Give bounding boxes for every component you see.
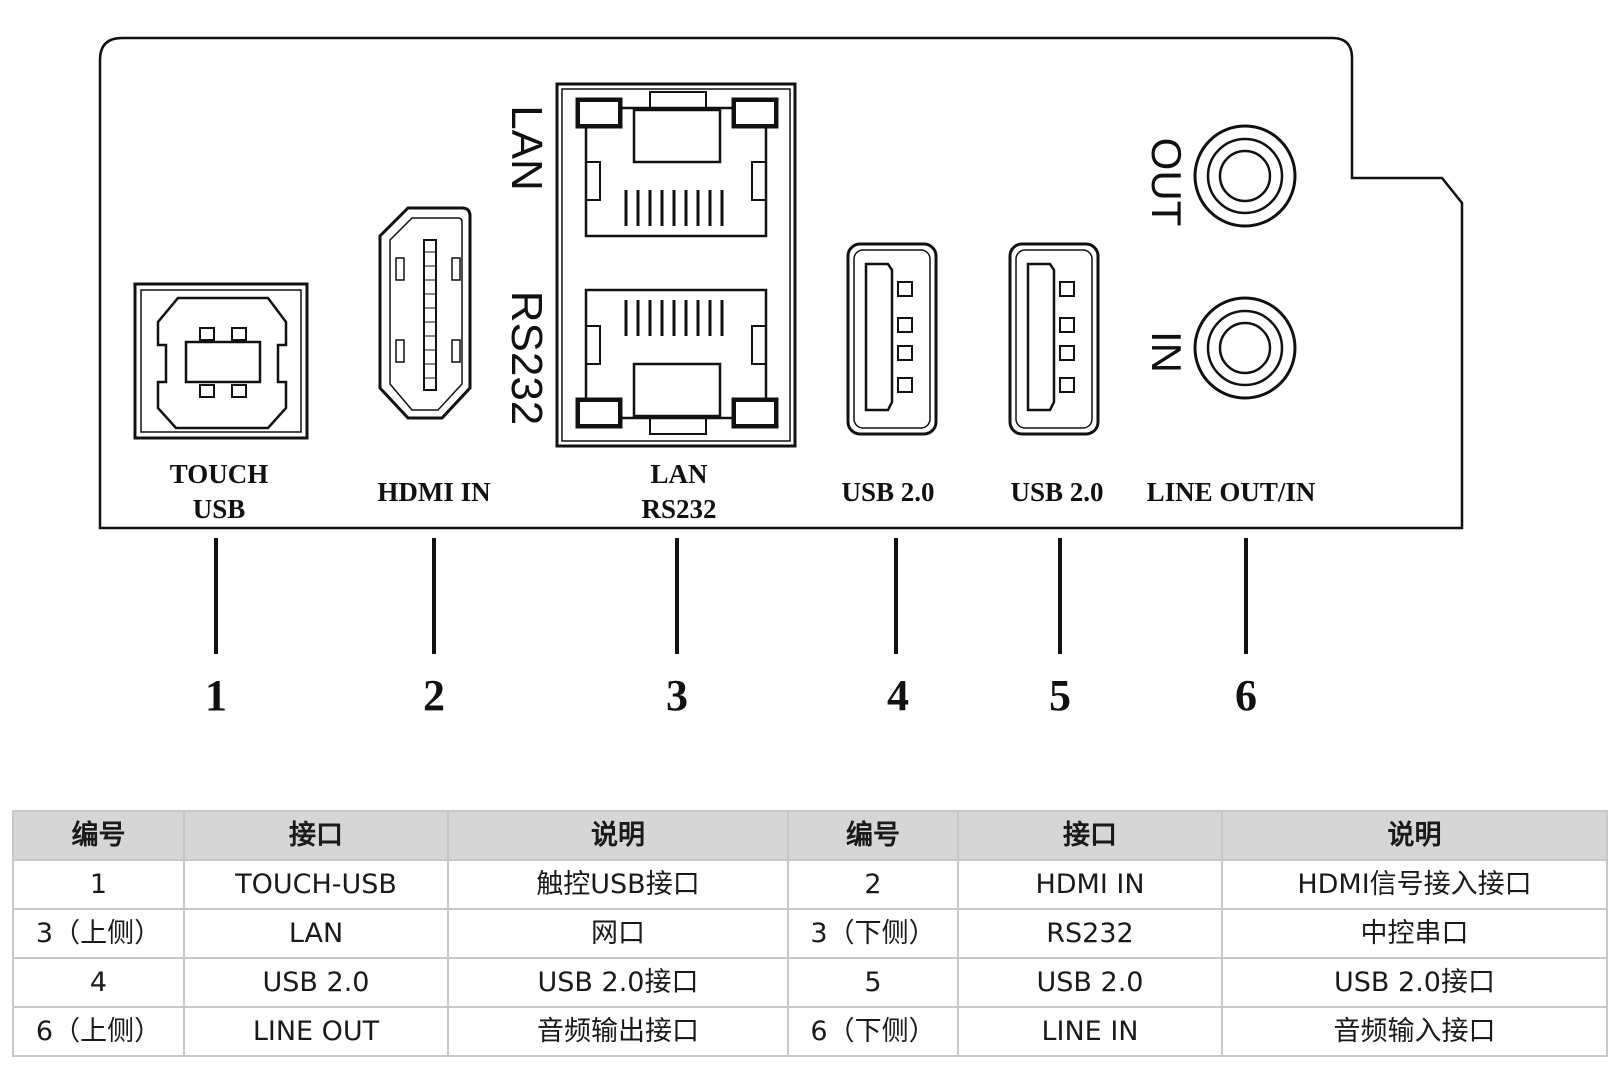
header-port: 接口 (957, 810, 1223, 861)
cell-number: 2 (787, 859, 959, 910)
stencil-rs232-label: RS232 (502, 291, 551, 426)
caption-port-6: LINE OUT/IN (1147, 477, 1316, 507)
lan-rs232-port-block-icon (555, 82, 797, 448)
callout-number-6: 6 (1235, 671, 1257, 720)
caption-port-3-line-2: RS232 (641, 494, 716, 524)
cell-port: HDMI IN (957, 859, 1223, 910)
header-description: 说明 (1221, 810, 1608, 861)
rear-panel-diagram: LAN RS232 OUT IN TOUCH USB HDMI IN LAN R… (98, 36, 1464, 720)
stencil-out-label: OUT (1143, 138, 1190, 227)
stencil-lan-label: LAN (502, 105, 551, 191)
line-in-jack-icon (1193, 296, 1297, 400)
cell-port: LAN (183, 908, 449, 959)
header-description: 说明 (447, 810, 789, 861)
header-number: 编号 (787, 810, 959, 861)
header-port: 接口 (183, 810, 449, 861)
table-row: 3（上侧） LAN 网口 3（下侧） RS232 中控串口 (12, 908, 1608, 959)
caption-port-1-line-1: TOUCH (170, 459, 269, 489)
hdmi-port-icon (378, 206, 472, 420)
caption-port-5: USB 2.0 (1010, 477, 1103, 507)
cell-description: 触控USB接口 (447, 859, 789, 910)
caption-port-1-line-2: USB (193, 494, 246, 524)
touch-usb-port-icon (133, 282, 309, 440)
table-header-row: 编号 接口 说明 编号 接口 说明 (12, 810, 1608, 861)
cell-number: 1 (12, 859, 185, 910)
caption-port-4: USB 2.0 (841, 477, 934, 507)
cell-number: 3（上侧） (12, 908, 185, 959)
port-description-table: 编号 接口 说明 编号 接口 说明 1 TOUCH-USB 触控USB接口 2 … (12, 810, 1608, 1057)
cell-number: 6（上侧） (12, 1006, 185, 1057)
stencil-in-label: IN (1143, 331, 1190, 373)
cell-port: LINE OUT (183, 1006, 449, 1057)
callout-number-5: 5 (1049, 671, 1071, 720)
callout-number-1: 1 (205, 671, 227, 720)
line-out-jack-icon (1193, 124, 1297, 228)
cell-port: RS232 (957, 908, 1223, 959)
cell-description: HDMI信号接入接口 (1221, 859, 1608, 910)
callout-number-2: 2 (423, 671, 445, 720)
cell-port: USB 2.0 (183, 957, 449, 1008)
caption-port-2: HDMI IN (377, 477, 491, 507)
header-number: 编号 (12, 810, 185, 861)
cell-port: LINE IN (957, 1006, 1223, 1057)
table-row: 4 USB 2.0 USB 2.0接口 5 USB 2.0 USB 2.0接口 (12, 957, 1608, 1008)
cell-port: TOUCH-USB (183, 859, 449, 910)
callout-number-3: 3 (666, 671, 688, 720)
lan-jack-icon (575, 91, 779, 238)
panel-outline (98, 36, 1464, 530)
table-row: 6（上侧） LINE OUT 音频输出接口 6（下侧） LINE IN 音频输入… (12, 1006, 1608, 1057)
cell-number: 4 (12, 957, 185, 1008)
usb-port-5-icon (1008, 242, 1100, 436)
cell-description: USB 2.0接口 (1221, 957, 1608, 1008)
cell-description: 中控串口 (1221, 908, 1608, 959)
rs232-jack-icon (575, 288, 779, 435)
cell-number: 3（下侧） (787, 908, 959, 959)
cell-number: 5 (787, 957, 959, 1008)
usb-port-4-icon (846, 242, 938, 436)
caption-port-3-line-1: LAN (650, 459, 708, 489)
cell-port: USB 2.0 (957, 957, 1223, 1008)
leader-lines (214, 538, 1248, 654)
cell-description: USB 2.0接口 (447, 957, 789, 1008)
table-row: 1 TOUCH-USB 触控USB接口 2 HDMI IN HDMI信号接入接口 (12, 859, 1608, 910)
cell-description: 音频输入接口 (1221, 1006, 1608, 1057)
cell-description: 音频输出接口 (447, 1006, 789, 1057)
callout-number-4: 4 (887, 671, 909, 720)
cell-number: 6（下侧） (787, 1006, 959, 1057)
cell-description: 网口 (447, 908, 789, 959)
